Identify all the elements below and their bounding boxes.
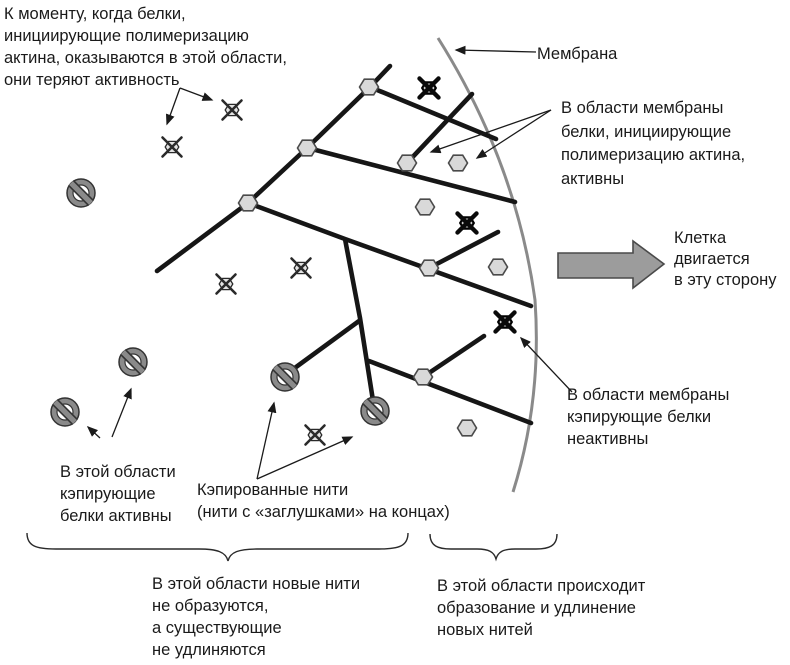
inactive-initiator-icon xyxy=(215,273,237,295)
inactive-capper-icon xyxy=(496,313,515,332)
active-initiator-icon xyxy=(412,368,434,386)
annotation-arrows xyxy=(86,45,573,480)
inactive-initiators-label: К моменту, когда белки, инициирующие пол… xyxy=(4,5,287,89)
active-initiator-icon xyxy=(358,78,380,96)
left-region-brace xyxy=(26,532,409,562)
membrane-label: Мембрана xyxy=(537,45,618,63)
inactive-initiator-icon xyxy=(290,257,312,279)
active-initiator-icon xyxy=(414,198,436,216)
cell-direction-arrow xyxy=(557,239,666,290)
active-initiators-label: В области мембраны белки, инициирующие п… xyxy=(561,99,746,188)
capped-filament-end-icon xyxy=(361,397,389,425)
active-capper-icon xyxy=(119,348,147,376)
inactive-capper-icon xyxy=(458,214,477,233)
active-initiator-icon xyxy=(456,419,478,437)
actin-filament-network xyxy=(154,63,534,426)
inactive-capper-icon xyxy=(420,79,439,98)
inactive-initiator-icon xyxy=(221,99,243,121)
inactive-initiator-icon xyxy=(161,136,183,158)
active-initiator-icon xyxy=(447,154,469,172)
active-cappers-label: В этой области кэпирующие белки активны xyxy=(60,463,176,525)
active-initiator-icon xyxy=(396,154,418,172)
cell-direction-label: Клетка двигается в эту сторону xyxy=(674,229,777,289)
inactive-initiator-icon xyxy=(304,424,326,446)
right-region-label: В этой области происходит образование и … xyxy=(437,577,646,639)
active-initiator-icon xyxy=(296,139,318,157)
left-region-label: В этой области новые нити не образуются,… xyxy=(152,575,361,659)
inactive-cappers-label: В области мембраны кэпирующие белки неак… xyxy=(567,386,730,448)
right-region-brace xyxy=(429,533,558,562)
active-initiator-icon xyxy=(418,259,440,277)
active-capper-icon xyxy=(67,179,95,207)
capped-filament-end-icon xyxy=(271,363,299,391)
active-initiator-icon xyxy=(487,258,509,276)
capped-filaments-label: Кэпированные нити (нити с «заглушками» н… xyxy=(197,481,450,521)
membrane-curve xyxy=(436,37,538,493)
active-initiator-icon xyxy=(237,194,259,212)
active-capper-icon xyxy=(51,398,79,426)
